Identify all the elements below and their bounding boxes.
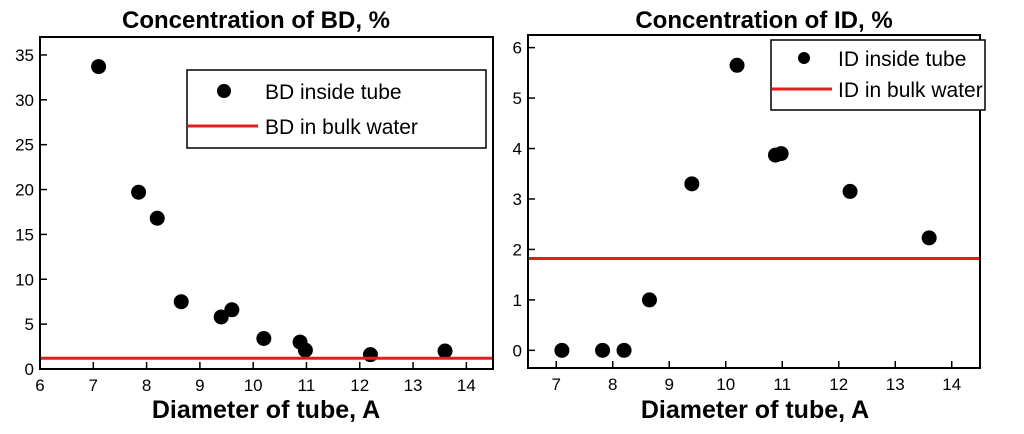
chart-bd-x-tick-label: 7 [89,376,98,395]
chart-id-data-point [921,230,937,246]
chart-id-legend-marker-dot [798,52,810,64]
chart-id-data-point [616,342,632,358]
chart-bd-y-tick-label: 35 [15,46,34,65]
chart-bd-title: Concentration of BD, % [122,7,390,34]
chart-id-y-tick-label: 5 [513,89,522,108]
chart-bd-y-tick-label: 30 [15,91,34,110]
chart-id-x-tick-label: 12 [829,375,848,394]
chart-bd-y-tick-label: 15 [15,225,34,244]
chart-id-title: Concentration of ID, % [635,7,892,34]
chart-bd-y-tick-label: 5 [25,315,34,334]
chart-bd-x-axis-title: Diameter of tube, A [152,396,380,424]
chart-bd-data-point [213,309,229,325]
chart-id-x-tick-label: 11 [773,375,791,394]
chart-id-data-point [554,342,570,358]
chart-bd-y-tick-label: 10 [15,270,34,289]
chart-id-x-tick-label: 13 [886,375,905,394]
chart-bd-plot-frame [39,36,494,370]
chart-bd-data-point [362,347,378,363]
chart-bd-x-tick-label: 12 [350,376,369,395]
chart-bd-x-axis: 6 7 8 9 10 11 12 13 14 [35,362,476,395]
chart-id-y-tick-label: 2 [513,240,522,259]
chart-id-data-point [842,183,858,199]
chart-id-legend-label-inside: ID inside tube [838,48,966,71]
chart-id-series [529,57,979,358]
chart-bd-x-tick-label: 13 [404,376,423,395]
chart-id-data-point [729,57,745,73]
chart-bd-x-tick-label: 8 [142,376,151,395]
chart-bd-data-point [224,302,240,318]
chart-id-y-tick-label: 0 [513,341,522,360]
chart-bd-data-point [173,294,189,310]
chart-bd-data-point [256,330,272,346]
chart-bd-legend-label-inside: BD inside tube [265,81,402,104]
chart-id-legend-box [770,39,986,111]
chart-bd-y-tick-label: 25 [15,136,34,155]
chart-id-x-tick-label: 7 [552,375,561,394]
chart-bd-y-tick-label: 0 [25,360,34,379]
chart-id-legend-label-bulk: ID in bulk water [838,79,983,102]
chart-bd-x-tick-label: 10 [244,376,263,395]
chart-id-x-tick-label: 8 [608,375,617,394]
chart-id-x-axis-title: Diameter of tube, A [641,396,869,424]
chart-bd-x-tick-label: 6 [35,376,44,395]
chart-bd-legend: BD inside tube BD in bulk water [186,69,487,149]
chart-bd-x-tick-label: 14 [457,376,476,395]
chart-id-x-tick-label: 9 [665,375,674,394]
chart-id-data-point [595,342,611,358]
chart-bd-x-tick-label: 11 [298,376,316,395]
chart-id-y-tick-label: 6 [513,39,522,58]
chart-id-x-tick-label: 10 [716,375,735,394]
chart-id-y-tick-label: 1 [513,291,522,310]
chart-bd-legend-label-bulk: BD in bulk water [265,116,418,139]
chart-bd-legend-box [186,69,487,149]
chart-id-data-point [773,146,789,162]
chart-id-x-axis: 7 8 9 10 11 12 13 14 [552,361,961,394]
chart-id-y-tick-label: 3 [513,190,522,209]
chart-bd-legend-marker-dot [217,84,231,98]
chart-id-x-tick-label: 14 [942,375,961,394]
chart-bd-data-point [91,59,107,75]
chart-bd-x-tick-label: 9 [195,376,204,395]
chart-bd-data-point [131,184,147,200]
chart-id-plot-frame [527,34,981,369]
chart-id-data-point [684,176,700,192]
chart-bd-data-point [149,210,165,226]
chart-bd-y-tick-label: 20 [15,181,34,200]
chart-id-y-axis: 0 1 2 3 4 5 6 [513,39,535,360]
chart-id-legend: ID inside tube ID in bulk water [770,39,986,111]
chart-id-y-tick-label: 4 [513,140,522,159]
chart-bd-series [41,59,492,363]
chart-bd-y-axis: 0 5 10 15 20 25 30 35 [15,46,47,379]
chart-id-data-point [641,292,657,308]
chart-bd-data-point [297,342,313,358]
chart-bd: Concentration of BD, % 0 5 10 15 20 25 30 35 6 7… [15,7,494,424]
chart-bd-data-point [437,343,453,359]
